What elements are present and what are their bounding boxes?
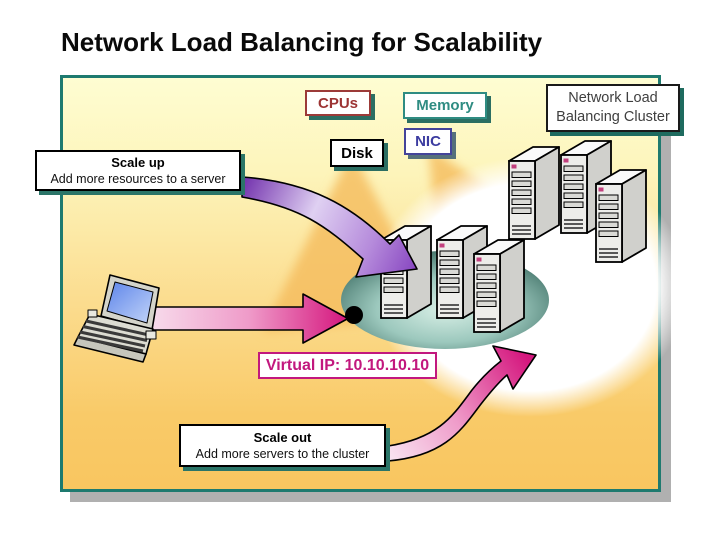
scale-out-arrow (387, 345, 537, 462)
scale-up-callout: Scale up Add more resources to a server (35, 150, 241, 191)
cluster-label: Network Load Balancing Cluster (546, 84, 680, 132)
scale-up-title: Scale up (111, 155, 165, 170)
disk-label: Disk (330, 139, 384, 167)
scale-up-arrow (241, 176, 418, 278)
server-tower-icon (473, 239, 525, 333)
scale-up-description: Add more resources to a server (50, 172, 226, 186)
scale-out-description: Add more servers to the cluster (195, 447, 370, 461)
memory-label: Memory (403, 92, 487, 119)
cpus-label: CPUs (305, 90, 371, 116)
server-tower-icon (508, 146, 560, 240)
server-tower-icon (595, 169, 647, 263)
scale-out-callout: Scale out Add more servers to the cluste… (179, 424, 386, 467)
virtual-ip-label: Virtual IP: 10.10.10.10 (258, 352, 437, 379)
client-request-arrow (144, 293, 349, 344)
scale-out-title: Scale out (253, 430, 312, 445)
laptop-icon (73, 274, 160, 363)
nic-label: NIC (404, 128, 452, 155)
slide-title: Network Load Balancing for Scalability (61, 27, 543, 57)
virtual-ip-dot (345, 306, 363, 324)
